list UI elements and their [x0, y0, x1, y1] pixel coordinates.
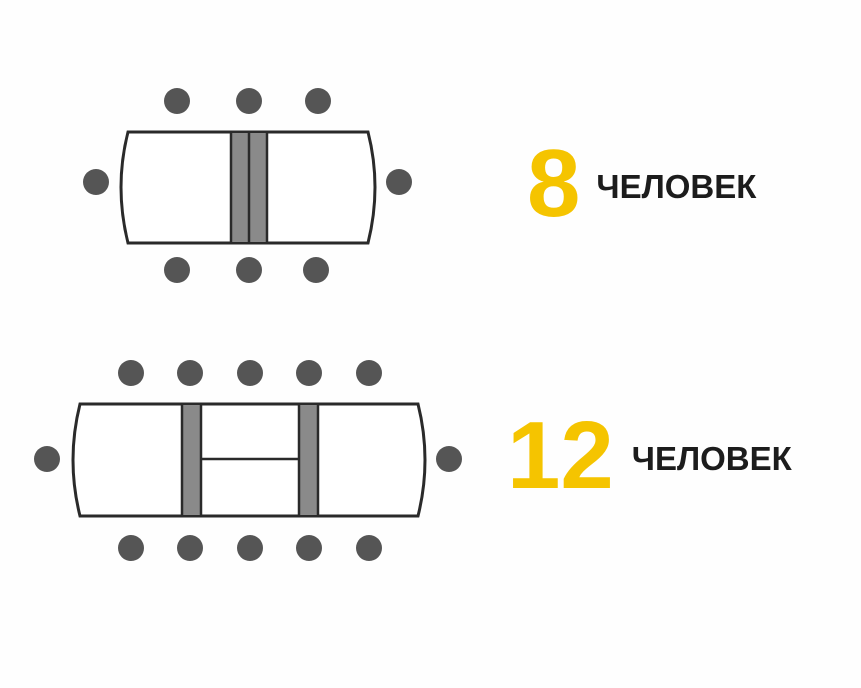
capacity-label-12: 12 ЧЕЛОВЕК: [507, 408, 792, 504]
chair: [296, 360, 322, 386]
unit-label: ЧЕЛОВЕК: [631, 439, 792, 477]
chair: [356, 535, 382, 561]
table-insert: [250, 133, 266, 242]
seat-count: 12: [507, 402, 614, 509]
chair: [164, 257, 190, 283]
table-insert: [183, 405, 200, 515]
chair: [305, 88, 331, 114]
table-layout-8: [83, 88, 412, 283]
table-insert: [232, 133, 248, 242]
chair: [296, 535, 322, 561]
chair: [164, 88, 190, 114]
chair: [303, 257, 329, 283]
chair: [356, 360, 382, 386]
table-insert: [300, 405, 317, 515]
table-layout-12: [34, 360, 462, 561]
chair: [177, 535, 203, 561]
unit-label: ЧЕЛОВЕК: [596, 167, 757, 205]
chair: [83, 169, 109, 195]
chair: [237, 360, 263, 386]
chair: [436, 446, 462, 472]
chair: [118, 535, 144, 561]
chair: [177, 360, 203, 386]
chair: [237, 535, 263, 561]
chair: [34, 446, 60, 472]
seat-count: 8: [527, 130, 581, 237]
capacity-label-8: 8 ЧЕЛОВЕК: [527, 136, 756, 232]
chair: [236, 88, 262, 114]
chair: [118, 360, 144, 386]
chair: [386, 169, 412, 195]
chair: [236, 257, 262, 283]
